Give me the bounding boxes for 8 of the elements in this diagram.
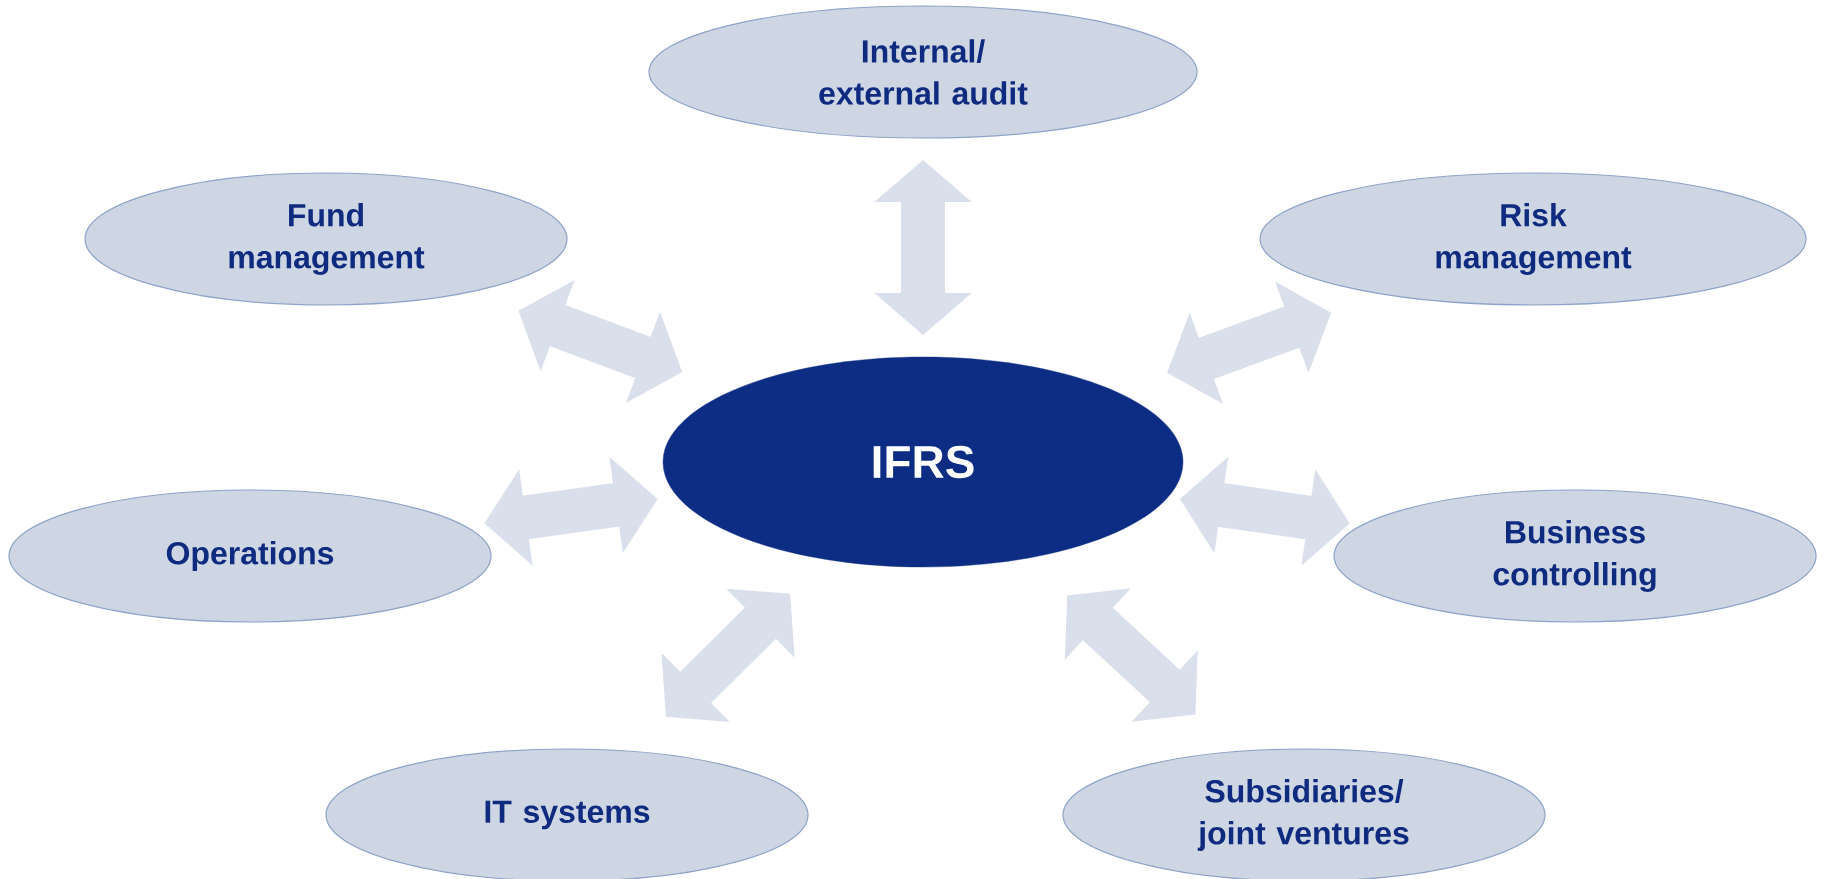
ellipse-node: Risk management [1259,172,1807,306]
ellipse-node: Fund management [84,172,568,306]
ellipse-node: Business controlling [1333,489,1817,623]
ellipse-node: Subsidiaries/ joint ventures [1062,748,1546,879]
ellipse-node: Internal/ external audit [648,5,1198,139]
ellipse-node: IFRS [662,356,1184,568]
ellipse-node: IT systems [325,748,809,879]
ellipse-node: Operations [8,489,492,623]
